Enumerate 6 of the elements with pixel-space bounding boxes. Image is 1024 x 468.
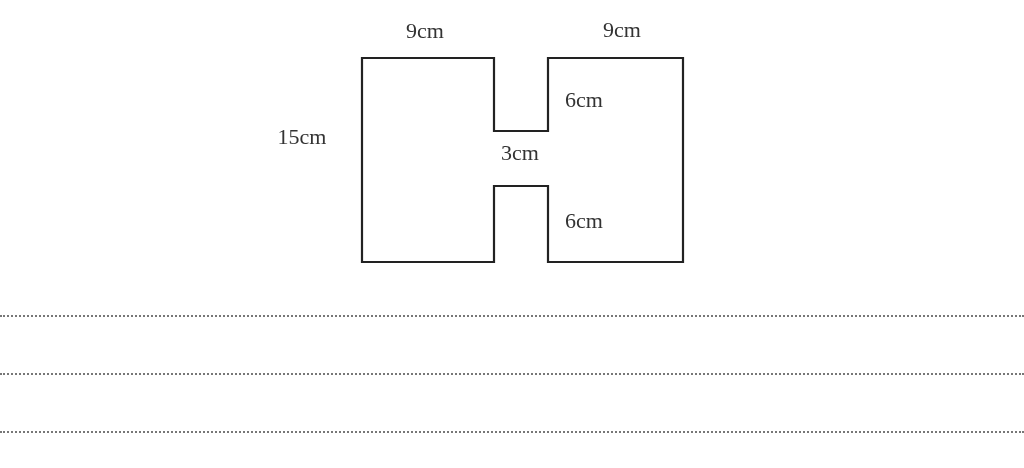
dimension-label: 3cm [501,142,539,164]
dimension-label: 15cm [277,126,327,148]
dimension-label: 6cm [565,89,603,111]
dimension-label: 9cm [406,20,444,42]
dimension-label: 9cm [603,19,641,41]
dimension-label: 6cm [565,210,603,232]
